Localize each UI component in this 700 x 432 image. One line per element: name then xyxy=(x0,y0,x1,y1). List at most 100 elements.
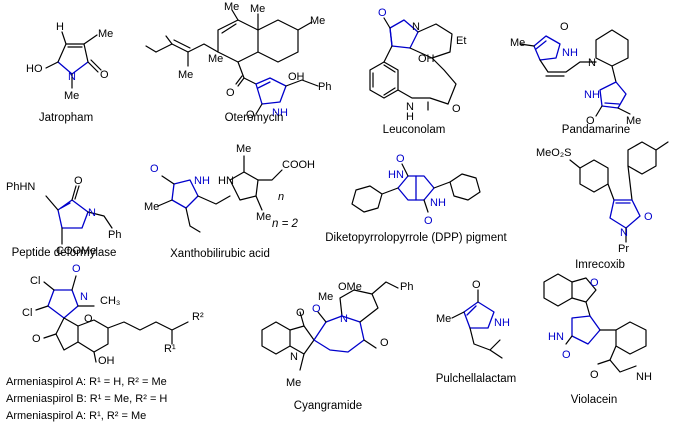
compound-label-cyangramide: Cyangramide xyxy=(293,400,363,412)
atom-label: NH xyxy=(562,47,578,59)
compound-label-pulchellalactam: Pulchellalactam xyxy=(435,373,517,385)
atom-label: Me xyxy=(178,69,193,81)
atom-label: COOH xyxy=(282,159,315,171)
atom-label: NH xyxy=(430,197,446,209)
atom-label: Pr xyxy=(618,243,629,255)
atom-label: R² xyxy=(192,311,204,323)
armeniaspirol-legend-line-3: Armeniaspirol A: R¹, R² = Me xyxy=(6,410,147,422)
atom-label: O xyxy=(562,349,571,361)
compound-label-jatropham: Jatropham xyxy=(38,112,94,124)
atom-label: HN xyxy=(548,331,564,343)
atom-label: HN xyxy=(218,175,234,187)
atom-label: Me xyxy=(98,28,113,40)
atom-label: OH xyxy=(418,53,435,65)
atom-label: O xyxy=(380,337,389,349)
armeniaspirol-legend-line-2: Armeniaspirol B: R¹ = Me, R² = H xyxy=(6,393,168,405)
atom-label: PhHN xyxy=(6,181,35,193)
atom-label: COOMe xyxy=(56,245,96,257)
atom-label: N xyxy=(290,351,298,363)
atom-label: O xyxy=(226,87,235,99)
atom-label: OH xyxy=(98,355,115,367)
atom-label: Me xyxy=(310,15,325,27)
pulchellalactam-structure: O NH Me xyxy=(436,279,510,359)
atom-label: O xyxy=(560,21,569,33)
compound-label-dpp-pigment: Diketopyrrolopyrrole (DPP) pigment xyxy=(325,232,507,244)
atom-label: N xyxy=(620,227,628,239)
atom-label: Ph xyxy=(108,229,121,241)
compound-label-oteromycin: Oteromycin xyxy=(224,112,284,124)
dpp-pigment-structure: O HN NH O xyxy=(351,153,481,227)
atom-label: Me xyxy=(318,291,333,303)
atom-label: N xyxy=(340,313,348,325)
imrecoxib-structure: MeO₂S N Pr O xyxy=(536,141,669,255)
atom-label: O xyxy=(72,263,81,275)
atom-label: O xyxy=(32,333,41,345)
atom-label: O xyxy=(396,153,405,165)
atom-label: N xyxy=(412,21,420,33)
atom-label: O xyxy=(312,303,321,315)
atom-label: Me xyxy=(626,115,641,127)
atom-label: Cl xyxy=(30,275,40,287)
atom-label: O xyxy=(644,211,653,223)
atom-label: O xyxy=(590,277,599,289)
peptide-deformylase-structure: PhHN O N Ph COOMe xyxy=(6,175,121,257)
atom-label: OMe xyxy=(338,281,362,293)
atom-label: N xyxy=(406,101,414,113)
atom-label: Me xyxy=(510,37,525,49)
jatropham-structure: Me HO N Me O H xyxy=(26,21,113,102)
leuconolam-structure: O N OH Et N H O xyxy=(369,7,466,123)
atom-label: O xyxy=(296,307,305,319)
compound-label-peptide-deformylase: Peptide deformylase xyxy=(11,247,117,259)
compound-note-n: n = 2 xyxy=(272,218,298,230)
compound-label-violacein: Violacein xyxy=(570,394,618,406)
atom-label: Ph xyxy=(400,281,413,293)
atom-label: Me xyxy=(224,1,239,13)
atom-label: O xyxy=(424,215,433,227)
compound-label-pandamarine: Pandamarine xyxy=(561,124,631,136)
atom-label: CH₃ xyxy=(100,295,120,307)
compound-label-xanthobilirubic-acid: Xanthobilirubic acid xyxy=(170,248,270,260)
atom-label: MeO₂S xyxy=(536,147,571,159)
atom-label: Me xyxy=(236,143,251,155)
atom-label: N xyxy=(588,57,596,69)
xanthobilirubic-acid-structure: O NH HN Me Me Me COOH n xyxy=(144,143,315,233)
atom-label: O xyxy=(452,103,461,115)
atom-label: O xyxy=(378,7,387,19)
atom-label: N xyxy=(68,71,76,83)
atom-label: NH xyxy=(272,107,288,119)
atom-label: OH xyxy=(288,71,305,83)
atom-label: Et xyxy=(456,35,466,47)
atom-label: Me xyxy=(64,90,79,102)
atom-label: Me xyxy=(256,211,271,223)
atom-label: O xyxy=(590,369,599,381)
atom-label: Me xyxy=(436,313,451,325)
atom-label: Me xyxy=(286,377,301,389)
compound-label-leuconolam: Leuconolam xyxy=(382,124,446,136)
atom-label: Ph xyxy=(318,81,331,93)
oteromycin-structure: Me Me Me Me Me O OH Ph O NH xyxy=(145,1,331,121)
atom-label: O xyxy=(586,115,595,127)
atom-label: O xyxy=(472,279,481,291)
atom-label: NH xyxy=(584,89,600,101)
atom-label: R¹ xyxy=(164,343,176,355)
atom-label: HO xyxy=(26,63,43,75)
atom-label: O xyxy=(150,163,159,175)
armeniaspirol-structure: Cl Cl O N CH₃ O O OH R¹ R² xyxy=(22,263,204,367)
violacein-structure: O HN O NH O xyxy=(543,273,652,383)
atom-label: Cl xyxy=(22,307,32,319)
atom-label: n xyxy=(278,191,284,203)
atom-label: HN xyxy=(388,169,404,181)
atom-label: O xyxy=(246,109,255,121)
atom-label: H xyxy=(56,21,64,33)
cyangramide-structure: OMe Me O N Ph O N Me O xyxy=(261,281,413,389)
atom-label: Me xyxy=(250,3,265,15)
atom-label: Me xyxy=(144,201,159,213)
atom-label: N xyxy=(88,207,96,219)
pandamarine-structure: Me O NH N NH O Me xyxy=(510,21,641,127)
atom-label: Me xyxy=(208,53,223,65)
atom-label: NH xyxy=(494,317,510,329)
atom-label: NH xyxy=(194,175,210,187)
armeniaspirol-legend-line-1: Armeniaspirol A: R¹ = H, R² = Me xyxy=(6,376,167,388)
atom-label: O xyxy=(84,313,93,325)
